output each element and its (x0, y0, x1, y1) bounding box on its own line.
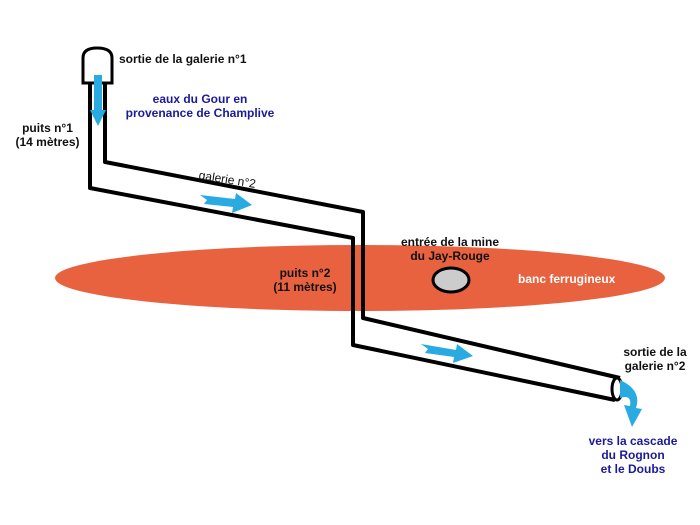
water-source-line2: provenance de Champlive (125, 106, 275, 120)
iron-bed-label: banc ferrugineux (518, 272, 616, 286)
exit-gallery-2-label: sortie de la galerie n°2 (610, 345, 700, 373)
mine-entrance-hole (431, 266, 471, 294)
destination-line2: du Rognon (601, 448, 665, 462)
destination-line3: et le Doubs (600, 462, 666, 476)
mine-entrance-label: entrée de la mine du Jay-Rouge (390, 235, 510, 263)
shaft-2-label: puits n°2 (11 mètres) (265, 266, 345, 294)
tunnel-outer-wall (88, 83, 616, 402)
destination-line1: vers la cascade (588, 434, 678, 448)
exit-gallery-2-line2: galerie n°2 (624, 359, 686, 373)
shaft-2-line1: puits n°2 (279, 266, 331, 280)
mine-entrance-line2: du Jay-Rouge (410, 249, 490, 263)
iron-bed-band (55, 245, 665, 311)
mine-entrance-line1: entrée de la mine (400, 235, 500, 249)
exit-gallery-1-label: sortie de la galerie n°1 (119, 52, 247, 66)
shaft-1-line1: puits n°1 (22, 121, 73, 135)
water-arrow-gallery-2 (200, 193, 252, 213)
water-arrow-lower-gallery (421, 344, 473, 363)
shaft-1-label: puits n°1 (14 mètres) (10, 121, 85, 149)
shaft-1-line2: (14 mètres) (15, 135, 80, 149)
destination-label: vers la cascade du Rognon et le Doubs (578, 434, 688, 476)
gallery-1-exit-cap (81, 46, 114, 85)
water-source-label: eaux du Gour en provenance de Champlive (115, 92, 285, 120)
water-source-line1: eaux du Gour en (152, 92, 248, 106)
exit-gallery-2-line1: sortie de la (623, 345, 687, 359)
shaft-2-line2: (11 mètres) (273, 280, 337, 294)
water-arrow-down (90, 75, 106, 126)
tunnel-inner-wall (103, 83, 621, 380)
water-arrow-outflow (620, 380, 642, 427)
